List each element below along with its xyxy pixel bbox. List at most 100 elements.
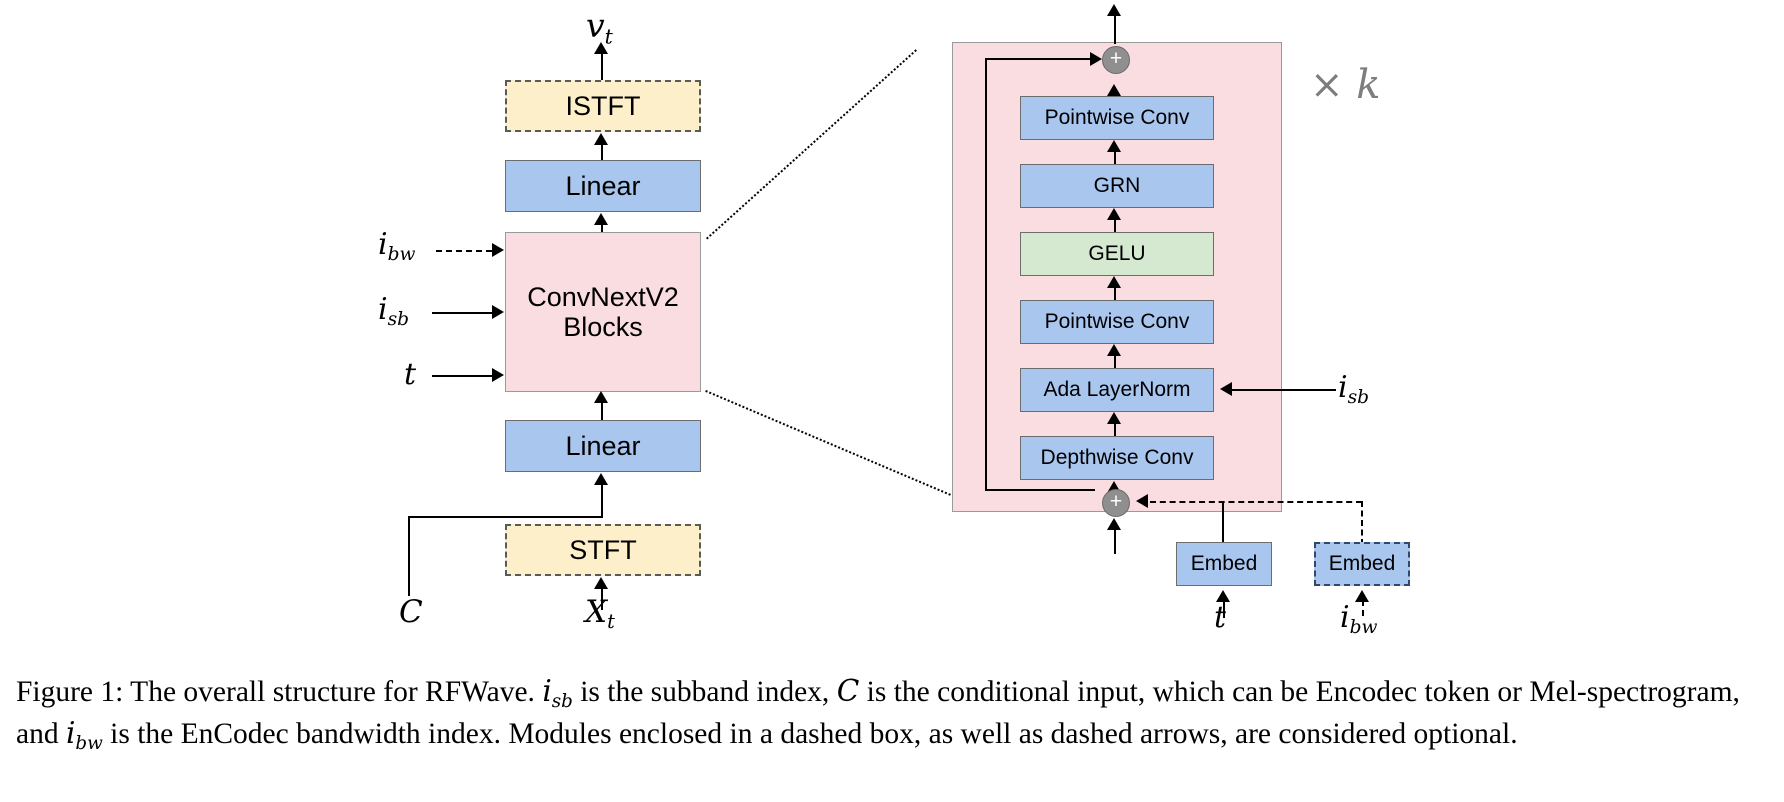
block-depthwise-conv-label: Depthwise Conv [1040,446,1194,470]
block-convnextv2-blocks[interactable]: ConvNextV2 Blocks [505,232,701,392]
block-convnextv2-label-line2: Blocks [563,312,643,342]
arrow-stft-to-linearbottom-head [594,473,608,485]
block-pointwise-conv-lower[interactable]: Pointwise Conv [1020,300,1214,344]
arrow-pwconv2-to-addtop-head [1107,84,1121,96]
caption-math-ibw: ibw [65,715,103,754]
leader-line-top [706,49,917,240]
arrow-ibw-line [436,250,492,252]
block-gelu[interactable]: GELU [1020,232,1214,276]
block-embed-t[interactable]: Embed [1176,542,1272,586]
arrow-embed-to-addbottom-head [1136,494,1148,508]
input-label-xt: Xt [585,594,615,634]
input-label-ibw: ibw [378,227,416,265]
input-label-isb: isb [378,292,410,330]
arrow-istft-to-vt-line [601,52,604,80]
block-depthwise-conv[interactable]: Depthwise Conv [1020,436,1214,480]
arrow-ibw-to-embed-line [1362,600,1364,616]
block-istft[interactable]: ISTFT [505,80,701,132]
arrow-adaln-to-pwconv1-line [1114,354,1117,370]
block-embed-ibw[interactable]: Embed [1314,542,1410,586]
block-grn[interactable]: GRN [1020,164,1214,208]
caption-part-4: is the EnCodec bandwidth index. Modules … [102,717,1518,750]
arrow-t-to-embed-line [1223,600,1226,618]
side-input-label-isb: isb [1338,370,1370,408]
block-grn-label: GRN [1093,174,1141,198]
block-pointwise-conv-upper-label: Pointwise Conv [1044,106,1190,130]
line-embed-t-to-bus [1222,501,1225,545]
output-label-vt: vt [586,6,613,49]
arrow-panel-output-head [1107,4,1121,16]
arrow-isb-to-adaln-head [1220,382,1232,396]
figure-caption: Figure 1: The overall structure for RFWa… [16,672,1772,756]
add-node-top: + [1102,46,1130,74]
arrow-stft-to-linearbottom-line [601,484,604,518]
repeat-times-symbol: × [1310,62,1344,108]
block-stft-label: STFT [569,534,637,565]
arrow-linearbottom-to-convnext-line [601,400,604,428]
residual-skip-top-arrowhead [1090,52,1102,66]
add-node-bottom-glyph: + [1109,490,1123,513]
arrow-ibw-to-embed-head [1355,590,1369,602]
arrow-dwconv-to-adaln-head [1107,412,1121,424]
arrow-adaln-to-pwconv1-head [1107,344,1121,356]
line-c-horizontal [408,516,603,519]
block-linear-bottom-label: Linear [565,430,641,461]
arrow-linearbottom-to-convnext-head [594,391,608,403]
block-linear-bottom[interactable]: Linear [505,420,701,472]
block-istft-label: ISTFT [565,90,641,121]
caption-math-c: C [836,674,860,708]
arrow-lineartop-to-istft-line [601,142,604,168]
caption-part-2: is the subband index, [572,676,837,708]
arrow-panel-output-line [1114,12,1117,44]
arrow-grn-to-pwconv2-head [1107,140,1121,152]
caption-part-3: is the conditional input, which can be E… [16,676,1740,750]
embed-t-input-label: t [1214,600,1227,635]
arrow-pwconv1-to-gelu-head [1107,276,1121,288]
block-ada-layernorm-label: Ada LayerNorm [1043,378,1191,402]
caption-part-1: Figure 1: The overall structure for RFWa… [16,676,543,708]
block-ada-layernorm[interactable]: Ada LayerNorm [1020,368,1214,412]
arrow-gelu-to-grn-head [1107,208,1121,220]
add-node-top-glyph: + [1109,47,1123,70]
arrow-panel-input-line [1114,528,1117,554]
block-linear-top-label: Linear [565,170,641,201]
block-linear-top[interactable]: Linear [505,160,701,212]
line-embed-ibw-to-bus [1361,501,1363,545]
arrow-pwconv1-to-gelu-line [1114,286,1117,302]
leader-line-bottom [705,390,966,503]
embed-ibw-input-label: ibw [1340,600,1378,638]
block-embed-ibw-label: Embed [1328,552,1396,576]
block-embed-t-label: Embed [1190,552,1258,576]
block-stft[interactable]: STFT [505,524,701,576]
residual-skip-bottom-horizontal [985,489,1095,492]
arrow-t-to-embed-head [1216,590,1230,602]
arrow-t-head [492,368,504,382]
arrow-dwconv-to-adaln-line [1114,422,1117,438]
arrow-grn-to-pwconv2-line [1114,150,1117,166]
caption-math-isb: isb [542,674,573,712]
input-label-c: C [399,594,423,630]
arrow-gelu-to-grn-line [1114,218,1117,234]
repeat-k-symbol: k [1356,62,1381,108]
arrow-xt-to-stft-head [594,577,608,589]
arrow-xt-to-stft-line [601,586,604,610]
arrow-t-line [432,375,494,378]
block-convnextv2-label-line1: ConvNextV2 [527,281,679,312]
residual-skip-vertical [985,60,988,490]
add-node-bottom: + [1102,489,1130,517]
arrow-panel-input-head [1107,518,1121,530]
block-pointwise-conv-upper[interactable]: Pointwise Conv [1020,96,1214,140]
arrow-lineartop-to-istft-head [594,133,608,145]
input-label-t: t [404,357,417,392]
line-c-vertical [408,516,411,596]
arrow-embed-to-addbottom-dashed [1150,501,1362,503]
residual-skip-top-horizontal [985,58,1092,61]
repeat-count-label: × k [1310,62,1380,108]
arrow-isb-head [492,305,504,319]
block-pointwise-conv-lower-label: Pointwise Conv [1044,310,1190,334]
arrow-convnext-to-lineartop-head [594,213,608,225]
block-gelu-label: GELU [1088,242,1146,266]
arrow-istft-to-vt-head [594,42,608,54]
arrow-ibw-head [492,243,504,257]
